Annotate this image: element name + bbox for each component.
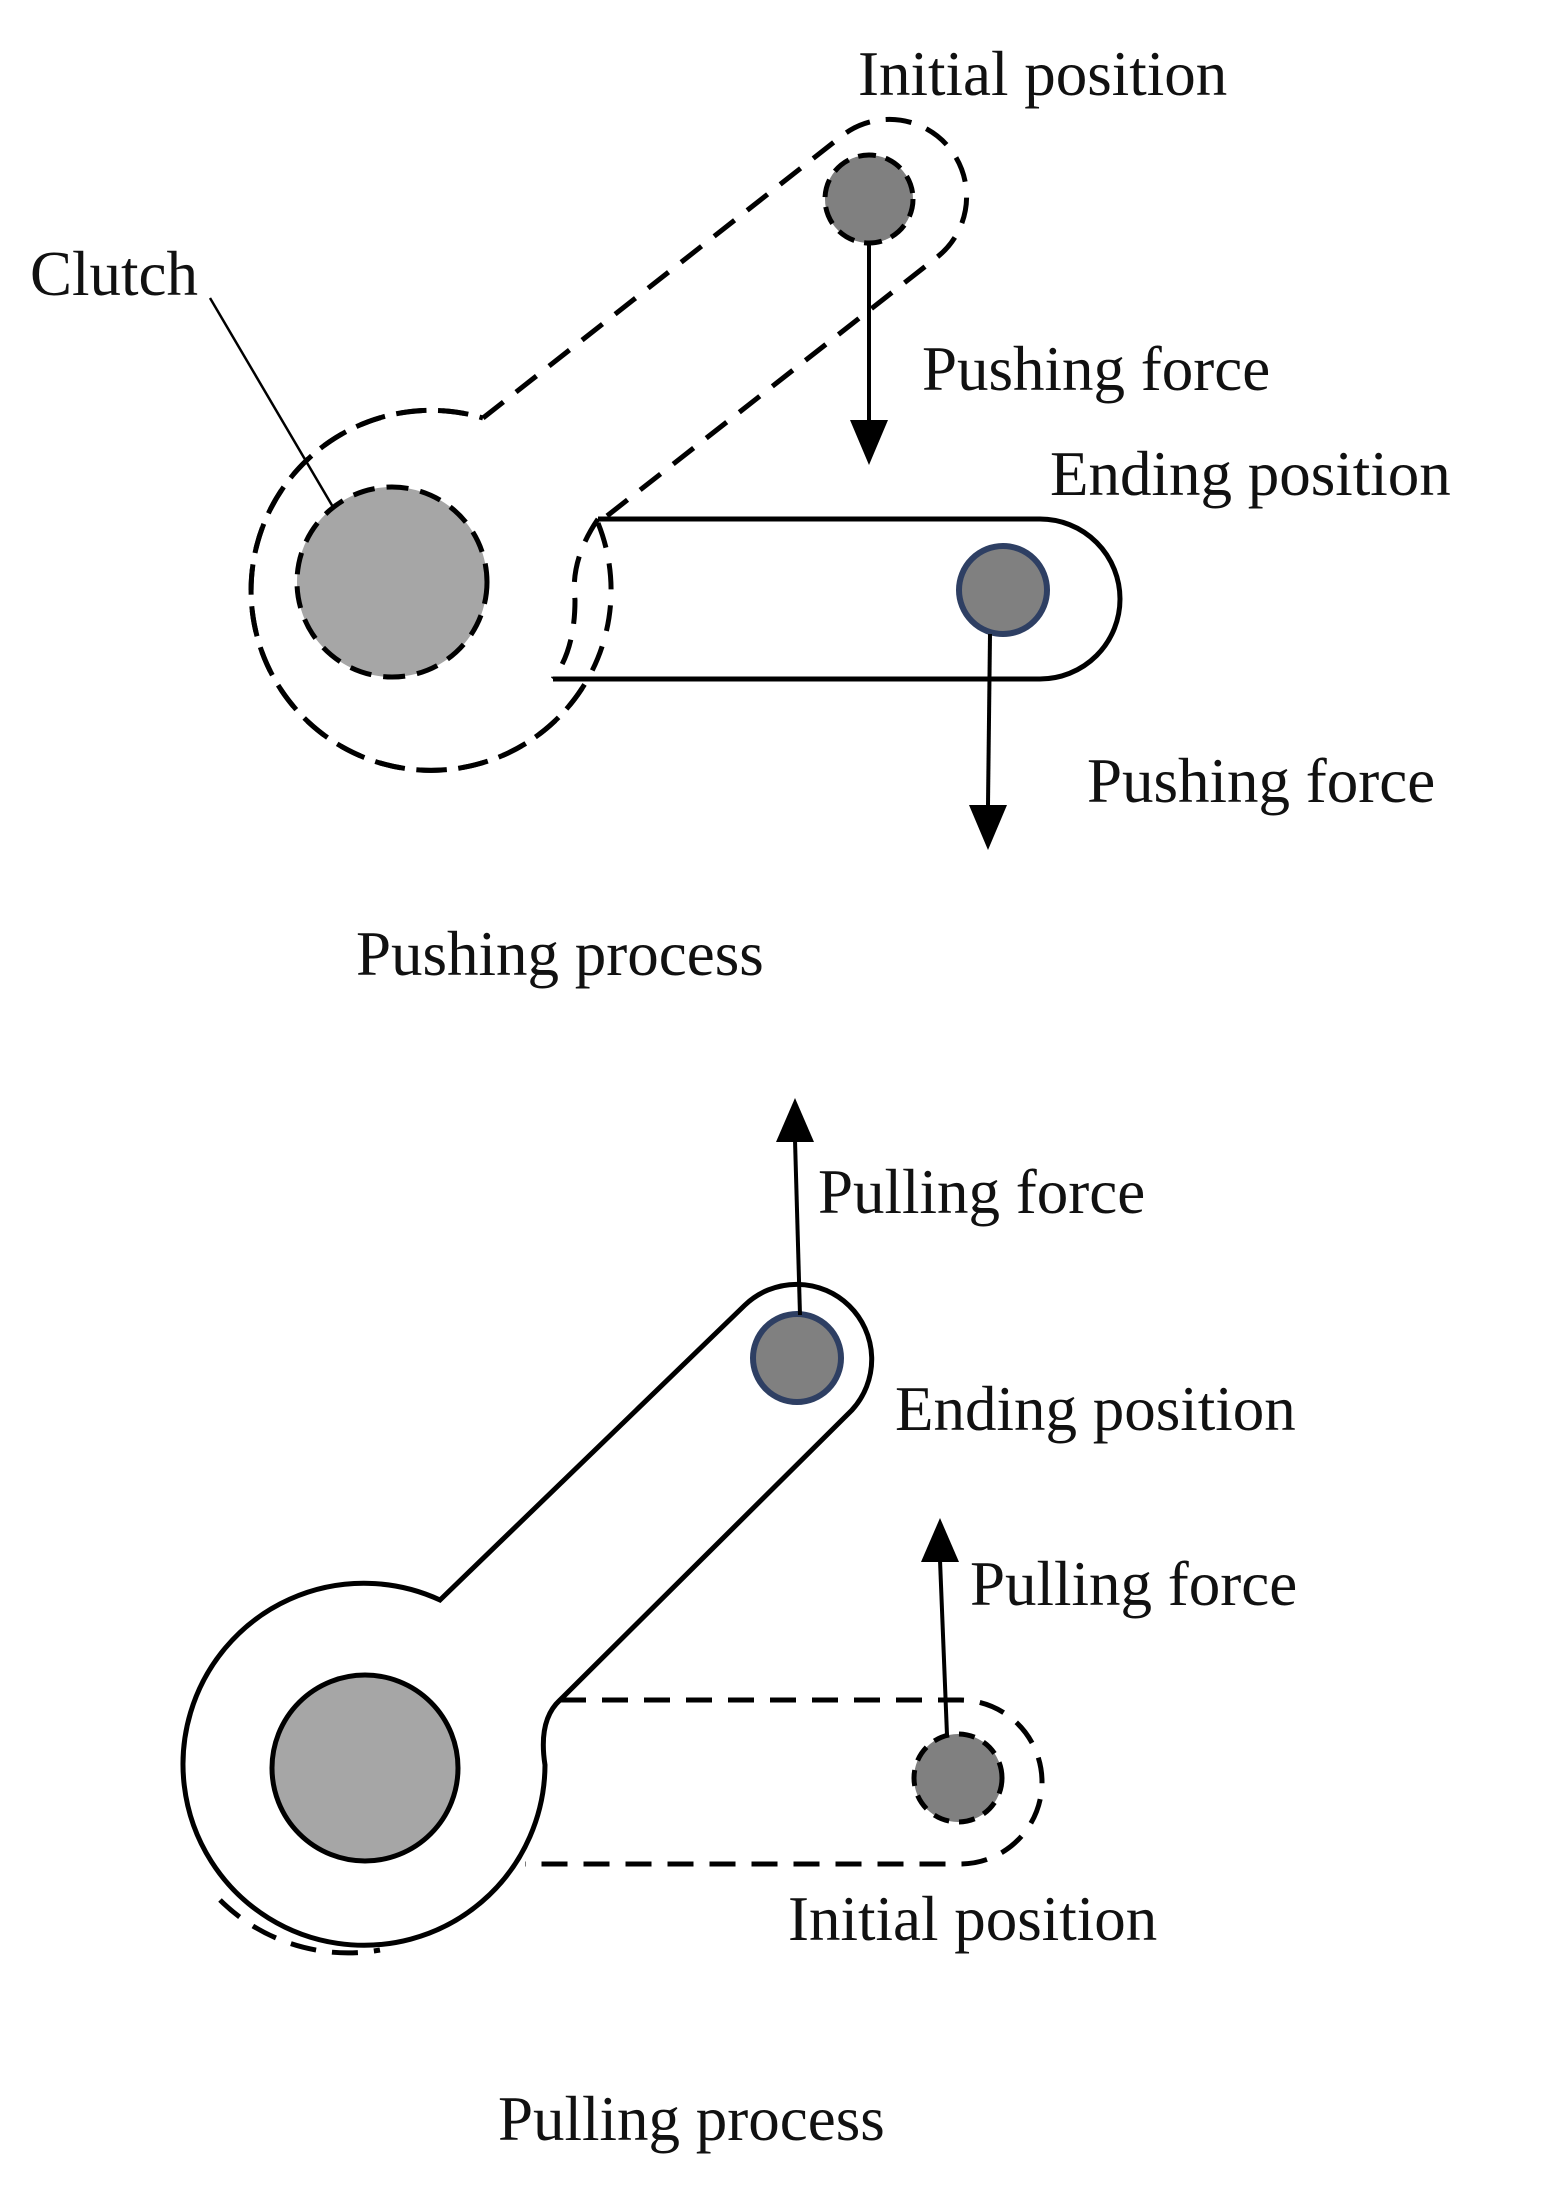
pulling-force-arrow-upper	[776, 1098, 814, 1316]
pushing-process-caption: Pushing process	[356, 919, 764, 989]
pulling-hub-dashed-edge	[218, 1898, 381, 1956]
pushing-clutch-hub	[294, 484, 490, 680]
pulling-initial-position-label: Initial position	[788, 1884, 1157, 1954]
pushing-initial-pin	[822, 152, 916, 246]
pulling-process-diagram: Pulling force Ending position Pulling fo…	[180, 1098, 1297, 2154]
pushing-process-diagram: Clutch Initial position Pushing force En…	[30, 39, 1451, 989]
clutch-leader-line	[208, 297, 335, 508]
pulling-force-label-upper: Pulling force	[818, 1157, 1145, 1227]
pulling-clutch-hub	[269, 1672, 461, 1864]
pulling-force-arrow-lower	[921, 1518, 959, 1736]
pushing-hub-joint-dashed	[550, 517, 601, 681]
pushing-force-arrow-upper	[850, 243, 888, 465]
pulling-initial-arm-outline	[525, 1697, 1045, 1867]
pushing-initial-position-label: Initial position	[858, 39, 1227, 109]
pulling-process-caption: Pulling process	[498, 2084, 885, 2154]
pulling-initial-pin	[911, 1731, 1005, 1825]
pushing-ending-position-label: Ending position	[1050, 439, 1451, 509]
pulling-ending-pin	[750, 1311, 844, 1405]
pushing-hub-dashed-outline	[248, 407, 614, 773]
pushing-force-label-upper: Pushing force	[922, 334, 1270, 404]
pulling-ending-position-label: Ending position	[895, 1374, 1296, 1444]
clutch-label: Clutch	[30, 239, 198, 309]
pulling-force-label-lower: Pulling force	[970, 1549, 1297, 1619]
pushing-force-label-lower: Pushing force	[1087, 746, 1435, 816]
pushing-force-arrow-lower	[969, 633, 1007, 850]
pushing-ending-pin	[956, 543, 1050, 637]
